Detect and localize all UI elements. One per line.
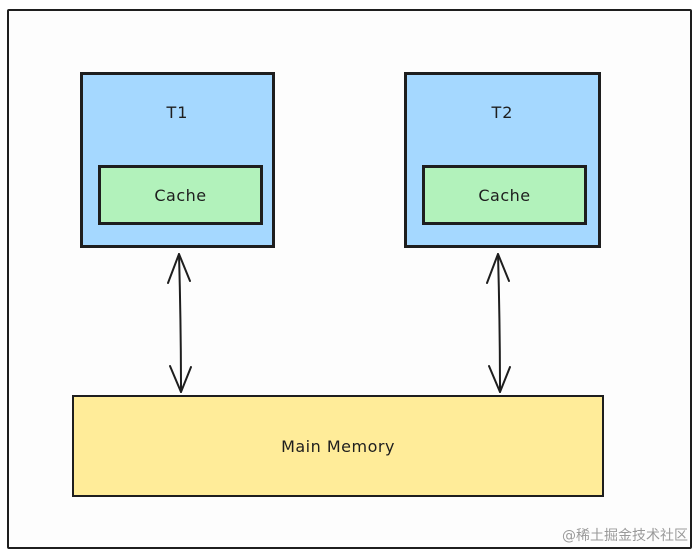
- thread-t1-cache: Cache: [98, 165, 263, 225]
- thread-t2-label: T2: [491, 103, 514, 122]
- thread-t2-box: T2 Cache: [404, 72, 601, 248]
- watermark: @稀土掘金技术社区: [562, 528, 688, 544]
- thread-t2-cache: Cache: [422, 165, 587, 225]
- thread-t1-box: T1 Cache: [80, 72, 275, 248]
- thread-t1-label: T1: [166, 103, 189, 122]
- main-memory-box: Main Memory: [72, 395, 604, 497]
